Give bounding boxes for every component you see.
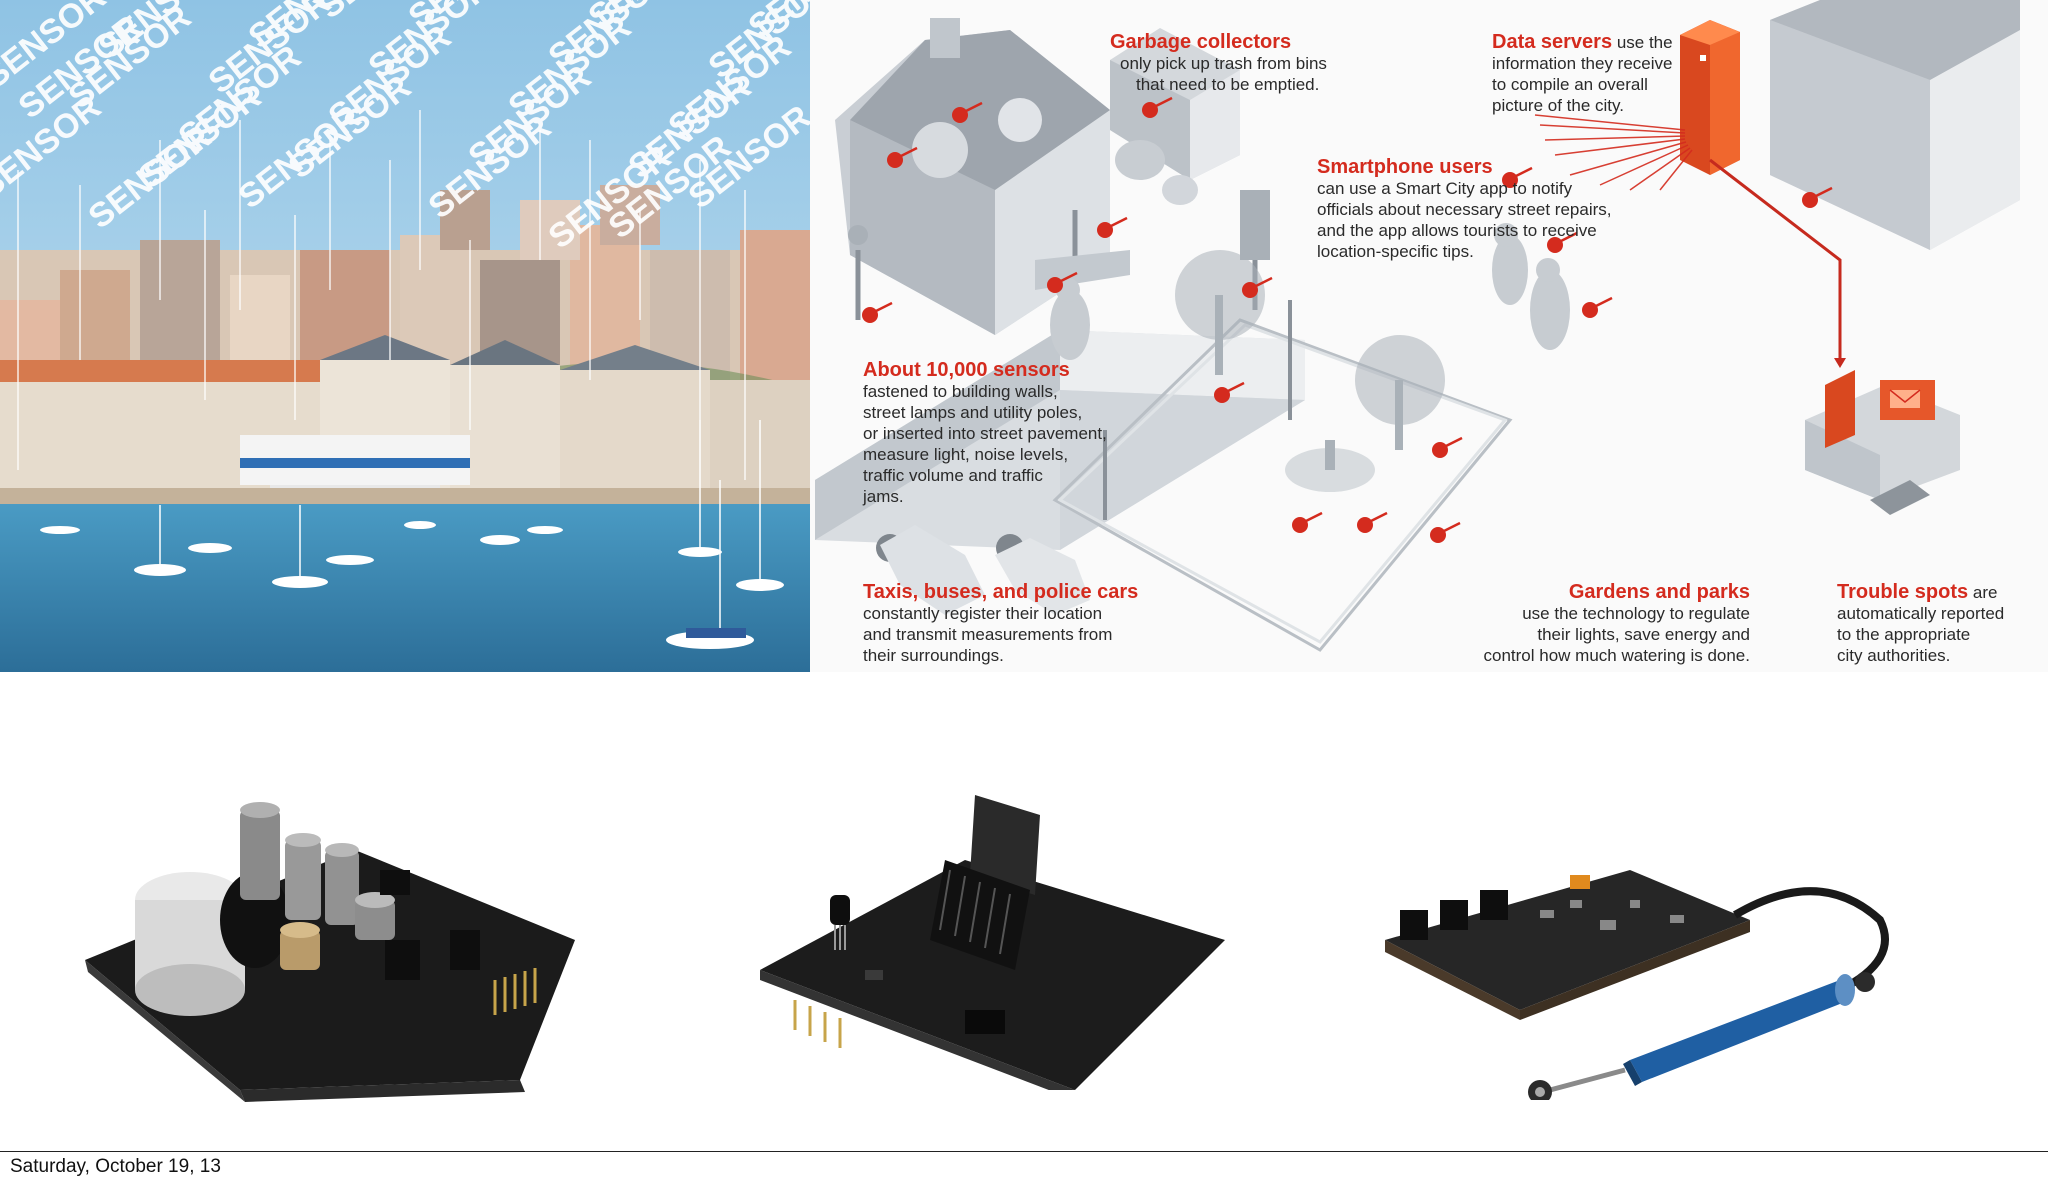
smart-city-infographic: Garbage collectors only pick up trash fr…: [810, 0, 2048, 672]
caption-line: that need to be emptied.: [1136, 75, 1320, 94]
signal-arrow: [1305, 511, 1323, 523]
linear-sensor-board-illustration: [1385, 870, 1889, 1104]
caption-line: jams.: [863, 487, 904, 506]
caption-smartphone-users: Smartphone users can use a Smart City ap…: [1317, 157, 1647, 262]
sensor-dot: [862, 307, 878, 323]
city-photo-illustration: [0, 0, 810, 672]
signal-arrow: [1595, 296, 1613, 308]
caption-heading: Garbage collectors: [1110, 31, 1292, 53]
caption-trouble-spots: Trouble spots are automatically reported…: [1837, 582, 2037, 666]
signal-arrow: [1515, 166, 1533, 178]
sensor-dot: [1214, 387, 1230, 403]
sensor-dot: [1292, 517, 1308, 533]
radio-shield-board-image: [755, 790, 1235, 1100]
sensor-dot: [887, 152, 903, 168]
caption-line: fastened to building walls,: [863, 382, 1058, 401]
caption-line: location-specific tips.: [1317, 242, 1474, 261]
caption-line: only pick up trash from bins: [1120, 54, 1327, 73]
caption-line: to compile an overall: [1492, 75, 1648, 94]
caption-line: and transmit measurements from: [863, 625, 1113, 644]
sensor-dot: [952, 107, 968, 123]
caption-line: city authorities.: [1837, 646, 1951, 665]
caption-heading: Trouble spots: [1837, 581, 1969, 603]
sensor-dot: [1502, 172, 1518, 188]
sensor-dot: [1242, 282, 1258, 298]
caption-inline: use the: [1616, 33, 1673, 52]
radio-shield-board-illustration: [760, 795, 1225, 1100]
gas-sensor-board-image: [80, 790, 600, 1115]
caption-line: constantly register their location: [863, 604, 1103, 623]
caption-line: to the appropriate: [1837, 625, 1971, 644]
gas-sensor-board-illustration: [85, 802, 575, 1102]
signal-arrow: [1060, 271, 1078, 283]
signal-arrow: [965, 101, 983, 113]
caption-line: or inserted into street pavement,: [863, 424, 1107, 443]
linear-sensor-board-image: [1380, 860, 1900, 1105]
infographic-illustration: [815, 0, 2020, 652]
caption-heading: Smartphone users: [1317, 156, 1493, 178]
caption-line: measure light, noise levels,: [863, 445, 1069, 464]
sensor-overlay-word: SENSOR: [82, 118, 219, 236]
signal-arrow: [900, 146, 918, 158]
caption-line: street lamps and utility poles,: [863, 403, 1083, 422]
caption-line: use the technology to regulate: [1522, 604, 1750, 623]
caption-gardens-parks: Gardens and parks use the technology to …: [1440, 582, 1750, 666]
signal-arrow: [875, 301, 893, 313]
sensor-dot: [1432, 442, 1448, 458]
building-illustration: [835, 18, 1110, 335]
caption-inline: are: [1972, 583, 1998, 602]
sensor-dot: [1547, 237, 1563, 253]
sensor-overlay: SENSORSENSORSENSORSENSORSENSORSENSORSENS…: [0, 0, 810, 256]
signal-arrow: [1155, 96, 1173, 108]
sensor-dot: [1047, 277, 1063, 293]
caption-taxis-buses: Taxis, buses, and police cars constantly…: [863, 582, 1163, 666]
sensor-dot: [1357, 517, 1373, 533]
caption-heading: About 10,000 sensors: [863, 359, 1070, 381]
office-building-illustration: [1770, 0, 2020, 250]
footer-date: Saturday, October 19, 13: [10, 1156, 221, 1177]
sensor-dot: [1142, 102, 1158, 118]
sensor-dot: [1582, 302, 1598, 318]
caption-line: picture of the city.: [1492, 96, 1624, 115]
sensor-dot: [1430, 527, 1446, 543]
signal-arrow: [1255, 276, 1273, 288]
caption-line: automatically reported: [1837, 604, 2005, 623]
signal-arrow: [1370, 511, 1388, 523]
caption-line: officials about necessary street repairs…: [1317, 200, 1612, 219]
caption-heading: Gardens and parks: [1568, 581, 1750, 603]
caption-line: information they receive: [1492, 54, 1673, 73]
sensor-dot: [1097, 222, 1113, 238]
signal-arrow: [1227, 381, 1245, 393]
signal-arrow: [1815, 186, 1833, 198]
caption-heading: Data servers: [1492, 31, 1613, 53]
signal-arrow: [1443, 521, 1461, 533]
caption-line: control how much watering is done.: [1483, 646, 1750, 665]
signal-arrow: [1560, 231, 1578, 243]
caption-line: can use a Smart City app to notify: [1317, 179, 1573, 198]
caption-data-servers: Data servers use the information they re…: [1492, 32, 1692, 116]
caption-line: their lights, save energy and: [1537, 625, 1750, 644]
desk-computer-illustration: [1805, 370, 1960, 515]
caption-line: their surroundings.: [863, 646, 1004, 665]
signal-arrow: [1110, 216, 1128, 228]
footer-divider: [0, 1151, 2048, 1152]
sensor-dot: [1802, 192, 1818, 208]
caption-sensors: About 10,000 sensors fastened to buildin…: [863, 360, 1143, 507]
caption-heading: Taxis, buses, and police cars: [863, 581, 1139, 603]
caption-garbage-collectors: Garbage collectors only pick up trash fr…: [1110, 32, 1390, 95]
caption-line: traffic volume and traffic: [863, 466, 1043, 485]
signal-arrow: [1445, 436, 1463, 448]
data-server-illustration: [1680, 20, 1740, 175]
caption-line: and the app allows tourists to receive: [1317, 221, 1597, 240]
garbage-truck-illustration: [1110, 28, 1240, 205]
